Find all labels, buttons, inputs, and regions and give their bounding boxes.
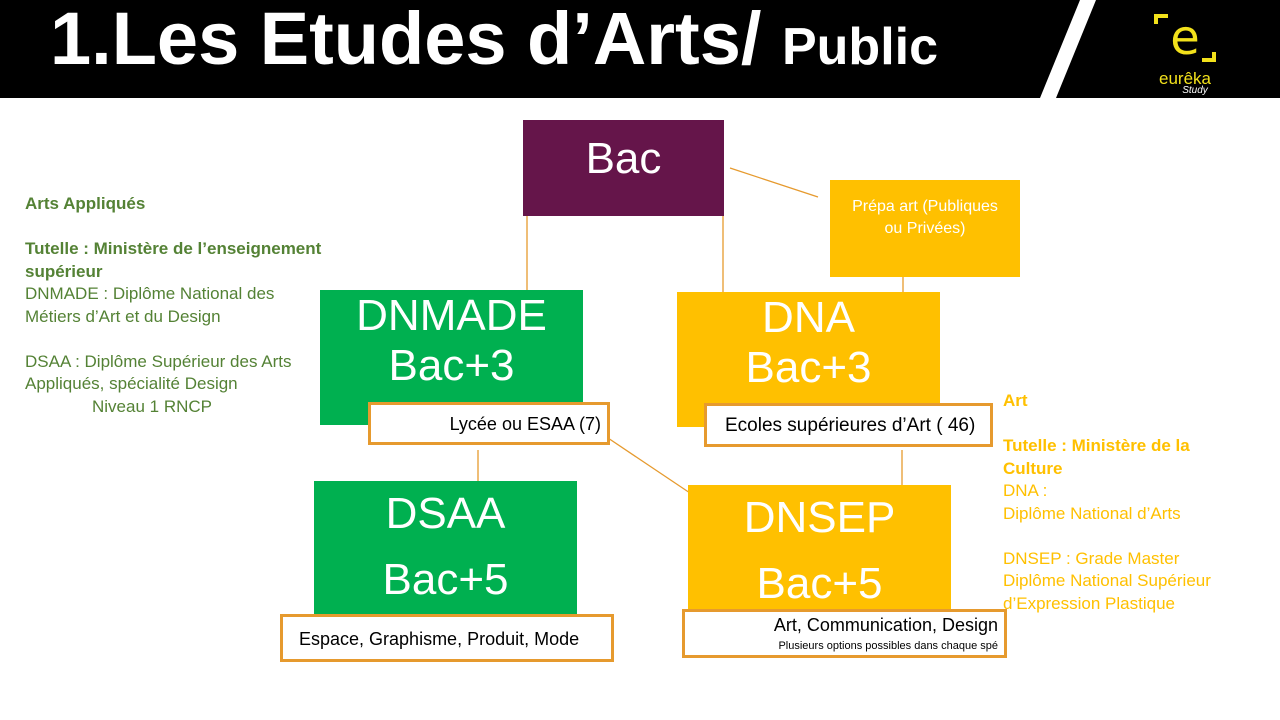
left-heading: Arts Appliqués: [25, 194, 146, 213]
dnmade-where-label: Lycée ou ESAA (7): [368, 402, 610, 445]
eureka-logo: e eurêka Study: [1140, 8, 1230, 96]
right-dnsep-desc: Diplôme National Supérieur d’Expression …: [1003, 571, 1211, 613]
dsaa-level: Bac+5: [382, 555, 509, 604]
node-dsaa: DSAA Bac+5: [314, 481, 577, 616]
logo-brand: eurêka: [1159, 69, 1211, 88]
right-tutelle: Tutelle : Ministère de la Culture: [1003, 436, 1190, 478]
dnsep-options: Art, Communication, Design: [773, 615, 998, 635]
dna-name: DNA: [762, 293, 855, 342]
right-dna: DNA :: [1003, 481, 1048, 500]
svg-text:e: e: [1170, 10, 1200, 66]
title-main: 1.Les Etudes d’Arts/: [50, 0, 762, 80]
right-heading: Art: [1003, 391, 1028, 410]
dnmade-level: Bac+3: [388, 341, 515, 390]
slash-decoration: [1040, 0, 1096, 98]
logo-sub: Study: [1182, 85, 1208, 96]
left-dsaa-desc: DSAA : Diplôme Supérieur des Arts Appliq…: [25, 351, 292, 394]
dnmade-name: DNMADE: [356, 291, 547, 340]
left-panel: Arts Appliqués Tutelle : Ministère de l’…: [25, 193, 325, 418]
dna-level: Bac+3: [745, 343, 872, 392]
right-panel: Art Tutelle : Ministère de la Culture DN…: [1003, 390, 1248, 615]
right-dnsep: DNSEP : Grade Master: [1003, 548, 1180, 568]
left-tutelle: Tutelle : Ministère de l’enseignement su…: [25, 239, 322, 281]
right-dna-desc: Diplôme National d’Arts: [1003, 503, 1181, 523]
node-bac: Bac: [523, 120, 724, 216]
slide-title: 1.Les Etudes d’Arts/ Public: [50, 0, 938, 81]
dnsep-level: Bac+5: [756, 559, 883, 608]
dna-where-label: Ecoles supérieures d’Art ( 46): [704, 403, 993, 447]
dsaa-options-label: Espace, Graphisme, Produit, Mode: [280, 614, 614, 662]
left-rncp: Niveau 1 RNCP: [92, 396, 212, 416]
dsaa-name: DSAA: [385, 489, 506, 538]
title-sub: Public: [781, 18, 939, 76]
node-prepa: Prépa art (Publiques ou Privées): [830, 180, 1020, 277]
dnsep-name: DNSEP: [743, 493, 896, 542]
node-dnsep: DNSEP Bac+5: [688, 485, 951, 620]
left-dnmade-desc: DNMADE : Diplôme National des Métiers d’…: [25, 284, 275, 326]
dnsep-note: Plusieurs options possibles dans chaque …: [778, 640, 998, 652]
